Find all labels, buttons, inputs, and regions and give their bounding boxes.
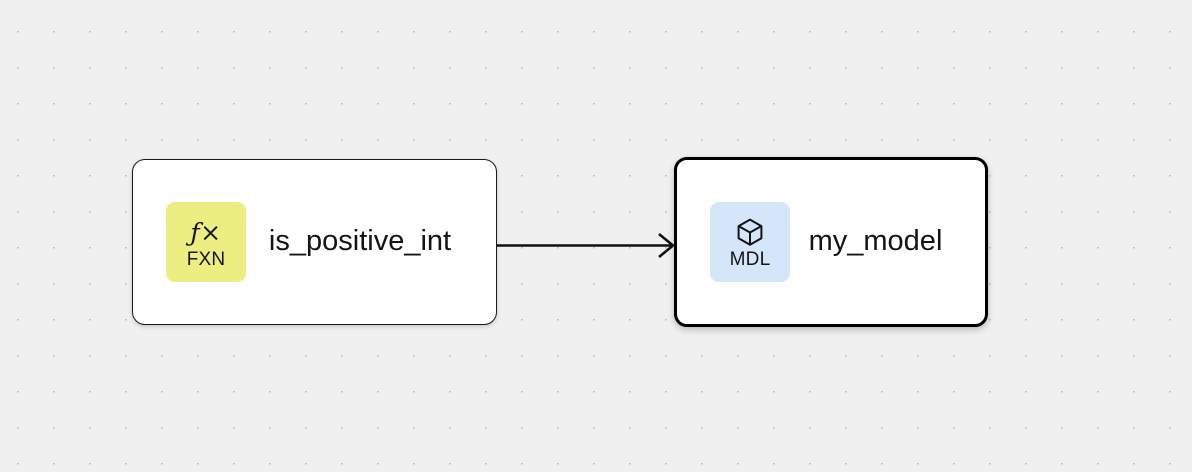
function-icon: ƒ× — [190, 217, 222, 247]
cube-icon — [734, 215, 766, 249]
node-type-badge-fxn: ƒ× FXN — [166, 202, 246, 282]
node-type-badge-mdl: MDL — [710, 202, 790, 282]
graph-node-is_positive_int[interactable]: ƒ× FXN is_positive_int — [132, 159, 497, 325]
graph-node-my_model[interactable]: MDL my_model — [674, 157, 988, 327]
node-title: is_positive_int — [268, 225, 452, 258]
node-title: my_model — [808, 225, 943, 258]
node-type-badge-label: FXN — [186, 249, 226, 270]
edge-is_positive_int-to-my_model[interactable] — [497, 232, 676, 259]
chevron-arrow-icon — [658, 232, 676, 259]
node-type-badge-label: MDL — [729, 249, 771, 270]
